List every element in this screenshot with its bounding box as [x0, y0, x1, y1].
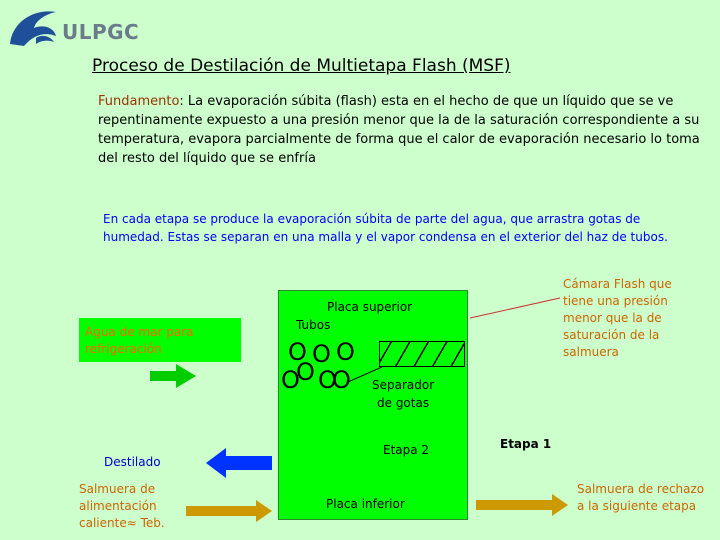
- fundamento-label: Fundamento: [98, 94, 180, 109]
- tubes-label: Tubos: [296, 318, 331, 332]
- etapa-paragraph: En cada etapa se produce la evaporación …: [103, 212, 668, 244]
- tube-icon: O: [288, 338, 307, 366]
- upper-plate-label: Placa superior: [327, 300, 413, 314]
- ulpgc-logo-icon: [10, 11, 56, 46]
- tube-icon: O: [332, 366, 351, 394]
- droplet-separator-mesh: [379, 341, 465, 367]
- distillate-label: Destilado: [104, 455, 161, 469]
- fundamento-paragraph: Fundamento: La evaporación súbita (flash…: [98, 92, 708, 168]
- seawater-box: [79, 318, 241, 362]
- separator-label-2: de gotas: [377, 396, 430, 410]
- tube-icon: O: [318, 366, 337, 394]
- flash-chamber-label: Cámara Flash que tiene una presión menor…: [563, 277, 672, 359]
- tube-icon: O: [336, 338, 355, 366]
- logo-text: ULPGC: [62, 20, 140, 44]
- page-title: Proceso de Destilación de Multietapa Fla…: [92, 56, 511, 76]
- reject-brine-label: Salmuera de rechazo a la siguiente etapa: [577, 482, 705, 513]
- fundamento-text: : La evaporación súbita (flash) esta en …: [98, 94, 700, 166]
- tube-icon: O: [281, 366, 300, 394]
- feed-brine-label: Salmuera de alimentación caliente≈ Teb.: [79, 482, 165, 530]
- tube-icon: O: [296, 358, 315, 386]
- seawater-label: Agua de mar para refrigeración: [85, 325, 194, 356]
- flash-chamber: [278, 290, 468, 520]
- separator-label-1: Separador: [372, 378, 435, 392]
- stage2-label: Etapa 2: [383, 443, 430, 457]
- lower-plate-label: Placa inferior: [326, 497, 405, 511]
- stage1-label: Etapa 1: [500, 437, 552, 451]
- tube-icon: O: [312, 340, 331, 368]
